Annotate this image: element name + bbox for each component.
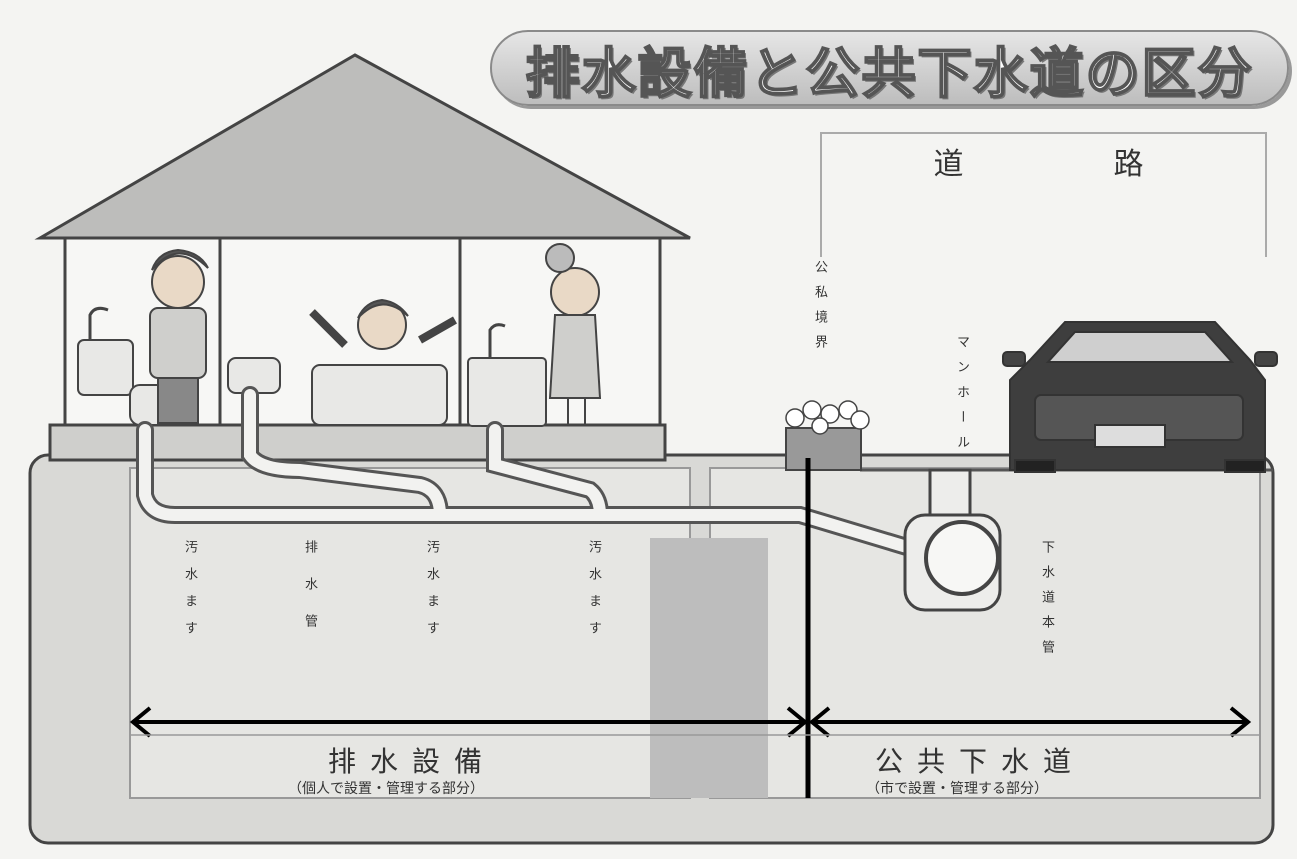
kitchen-sink	[467, 357, 547, 427]
boundary-label: 公私境界	[812, 260, 827, 360]
title-banner: 排水設備と公共下水道の区分	[490, 30, 1289, 106]
private-label-3: 汚水ます	[424, 540, 439, 648]
sewer-main-label: 下水道本管	[1039, 540, 1054, 665]
private-label-4: 汚水ます	[586, 540, 601, 648]
person-man	[149, 248, 209, 424]
flowers	[785, 400, 870, 435]
public-span-arrow	[808, 706, 1252, 738]
sewer-main-pipe	[924, 520, 1000, 596]
manhole-label: マンホール	[954, 335, 969, 460]
private-label-1: 汚水ます	[182, 540, 197, 648]
public-section-title: 公共下水道	[875, 745, 1086, 778]
diagram-title: 排水設備と公共下水道の区分	[525, 41, 1254, 106]
road-label: 道 路	[820, 132, 1267, 187]
kitchen-faucet	[488, 323, 506, 358]
road-box-left-line	[820, 187, 822, 257]
person-woman	[545, 243, 602, 425]
private-span-arrow	[129, 706, 809, 738]
faucet-left	[88, 306, 109, 340]
flower-planter	[785, 427, 862, 471]
car	[1002, 321, 1278, 473]
person-bathing	[309, 298, 457, 350]
gray-block	[650, 538, 768, 798]
private-section-subtitle: （個人で設置・管理する部分）	[288, 781, 484, 797]
sink-left	[77, 339, 134, 396]
private-section-title: 排水設備	[328, 745, 497, 778]
road-box-right-line	[1265, 187, 1267, 257]
private-label-2: 排水管	[302, 540, 317, 651]
drain-pipes-inner	[139, 389, 956, 566]
bathtub	[311, 364, 448, 426]
public-section-subtitle: （市で設置・管理する部分）	[866, 781, 1048, 797]
